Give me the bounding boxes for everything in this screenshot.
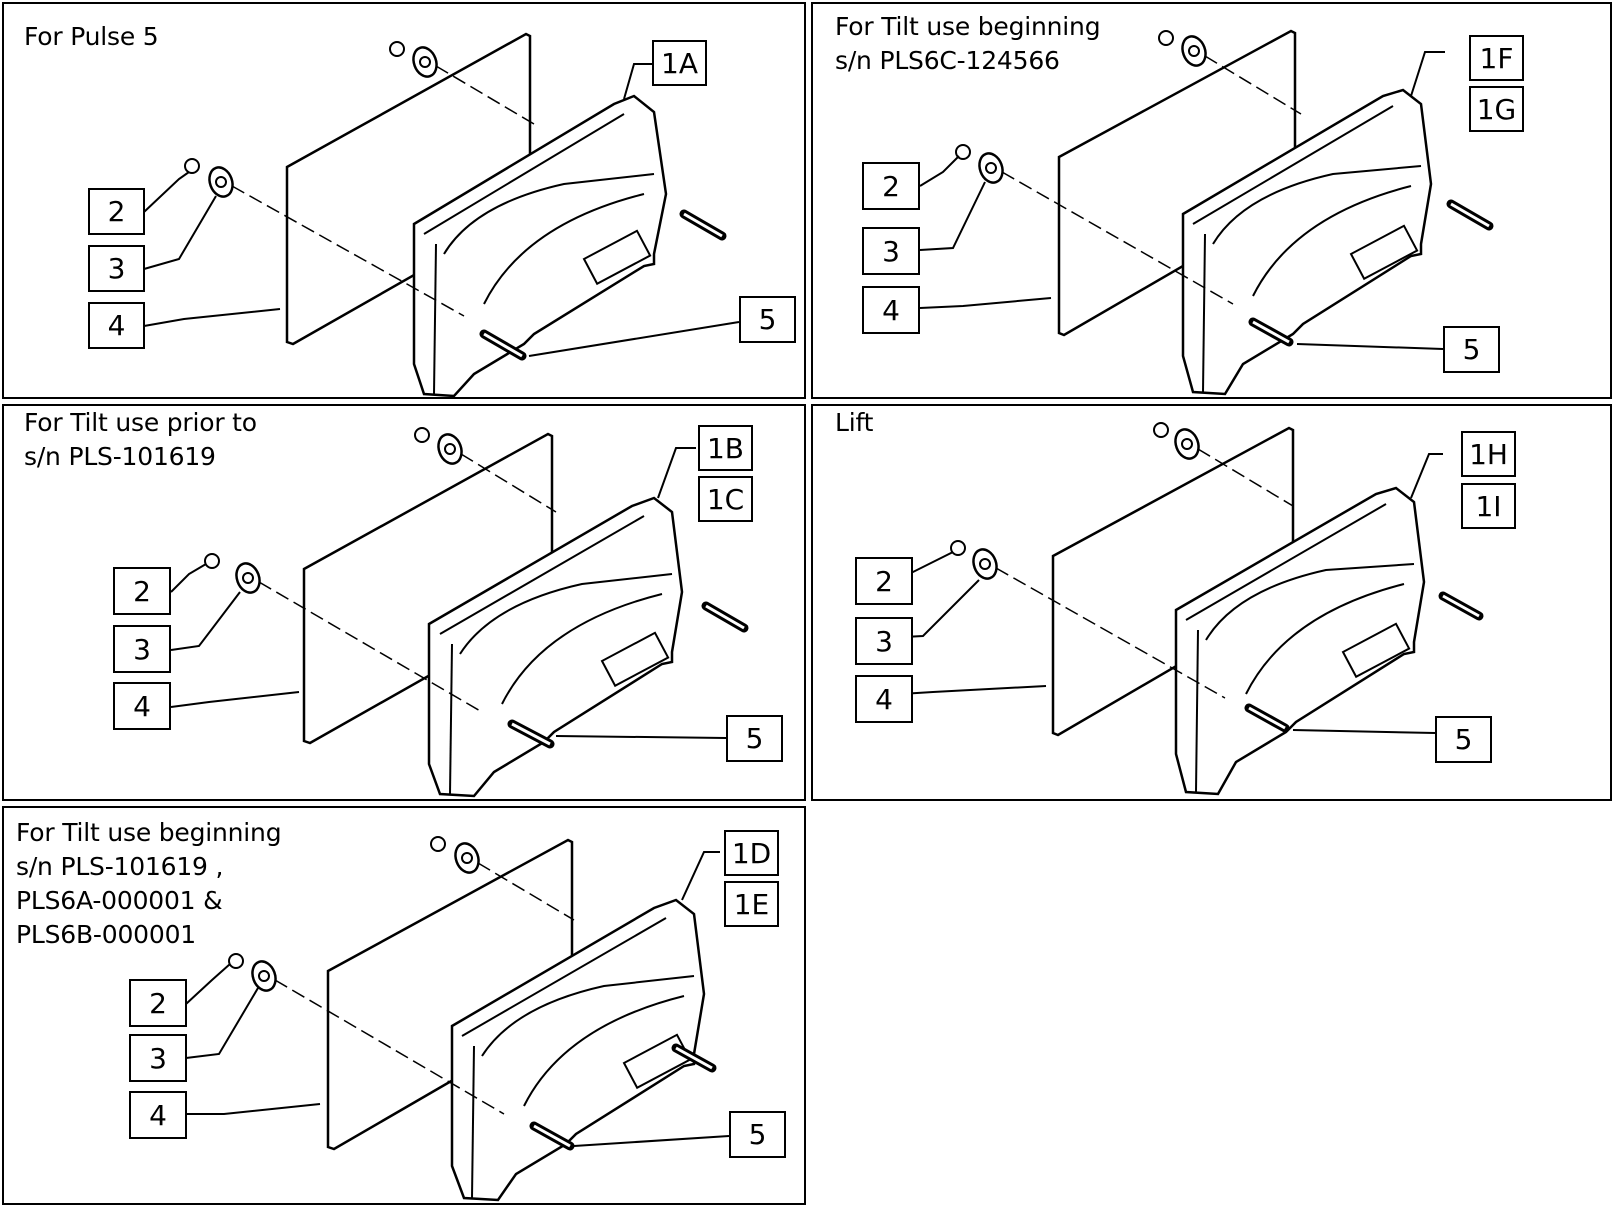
panel-title: For Tilt use beginning s/n PLS6C-124566	[835, 10, 1101, 78]
callout-3: 3	[88, 245, 145, 292]
callout-5: 5	[729, 1111, 786, 1158]
callout-4: 4	[862, 286, 920, 334]
panel-title: For Tilt use prior to s/n PLS-101619	[24, 406, 257, 474]
title-line: For Tilt use beginning	[835, 12, 1101, 41]
title-line: s/n PLS6C-124566	[835, 46, 1060, 75]
title-line: For Tilt use prior to	[24, 408, 257, 437]
assembly-id-1A: 1A	[652, 40, 707, 86]
panel-tilt-pls-101619-pls6a-pls6b: For Tilt use beginning s/n PLS-101619 , …	[2, 806, 806, 1205]
callout-4: 4	[113, 682, 171, 730]
callout-3: 3	[862, 227, 920, 275]
title-line: s/n PLS-101619	[24, 442, 216, 471]
panel-tilt-pls6c: For Tilt use beginning s/n PLS6C-124566 …	[811, 2, 1612, 399]
exploded-assembly-drawing	[185, 836, 730, 1202]
exploded-assembly-drawing	[919, 29, 1494, 396]
assembly-id-1E: 1E	[724, 881, 779, 927]
callout-4: 4	[855, 675, 913, 723]
assembly-id-1B: 1B	[698, 425, 753, 471]
assembly-id-1F: 1F	[1469, 35, 1524, 81]
exploded-assembly-drawing	[884, 422, 1484, 796]
panel-pulse-5: For Pulse 5 2 3 4 5 1A	[2, 2, 806, 399]
callout-4: 4	[129, 1091, 187, 1139]
assembly-id-1G: 1G	[1469, 86, 1524, 132]
callout-3: 3	[129, 1034, 187, 1082]
assembly-id-1H: 1H	[1461, 431, 1516, 477]
title-line: PLS6B-000001	[16, 920, 196, 949]
panel-title: For Tilt use beginning s/n PLS-101619 , …	[16, 816, 282, 952]
callout-5: 5	[739, 296, 796, 343]
title-line: For Pulse 5	[24, 22, 159, 51]
panel-title: Lift	[835, 406, 873, 440]
panel-tilt-prior-pls-101619: For Tilt use prior to s/n PLS-101619 2 3…	[2, 404, 806, 801]
callout-2: 2	[88, 188, 145, 235]
assembly-id-1I: 1I	[1461, 483, 1516, 529]
callout-5: 5	[1435, 716, 1492, 763]
callout-4: 4	[88, 302, 145, 349]
callout-5: 5	[1443, 326, 1500, 373]
callout-2: 2	[855, 557, 913, 605]
title-line: PLS6A-000001 &	[16, 886, 223, 915]
title-line: Lift	[835, 408, 874, 437]
callout-2: 2	[862, 162, 920, 210]
exploded-assembly-drawing	[143, 32, 740, 398]
title-line: s/n PLS-101619 ,	[16, 852, 224, 881]
title-line: For Tilt use beginning	[16, 818, 282, 847]
panel-lift: Lift 2 3 4 5 1H 1I	[811, 404, 1612, 801]
assembly-id-1C: 1C	[698, 476, 753, 522]
callout-2: 2	[113, 567, 171, 615]
callout-5: 5	[726, 715, 783, 762]
callout-2: 2	[129, 979, 187, 1027]
callout-3: 3	[113, 625, 171, 673]
assembly-id-1D: 1D	[724, 830, 779, 876]
panel-title: For Pulse 5	[24, 20, 159, 54]
exploded-assembly-drawing	[170, 427, 749, 798]
callout-3: 3	[855, 617, 913, 665]
